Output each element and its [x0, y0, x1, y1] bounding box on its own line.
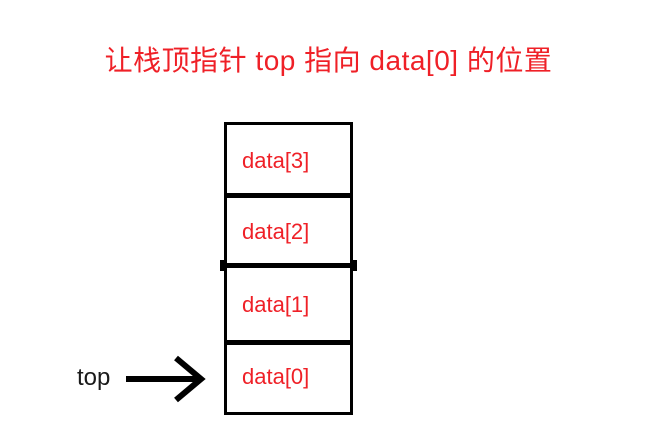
stack-cell-label: data[1] — [242, 291, 310, 317]
stack-cell-data2: data[2] — [227, 197, 350, 267]
stack-divider-nub-left — [220, 260, 225, 271]
top-pointer-label: top — [77, 364, 111, 391]
stack-cell-data3: data[3] — [227, 125, 350, 197]
right-arrow-icon — [126, 355, 206, 403]
stack-container: data[3] data[2] data[1] data[0] — [224, 122, 353, 415]
page-title: 让栈顶指针 top 指向 data[0] 的位置 — [104, 45, 553, 76]
stack-cell-data1: data[1] — [227, 267, 350, 342]
stack-divider-2-1 — [220, 263, 357, 268]
stack-cell-data0: data[0] — [227, 342, 350, 412]
stack-cell-label: data[3] — [242, 148, 310, 173]
stack-cell-label: data[0] — [242, 364, 310, 389]
stack-divider-3-2 — [224, 193, 353, 198]
stack-cell-label: data[2] — [242, 219, 310, 244]
stack-divider-1-0 — [224, 340, 353, 345]
stack-divider-nub-right — [352, 260, 357, 271]
